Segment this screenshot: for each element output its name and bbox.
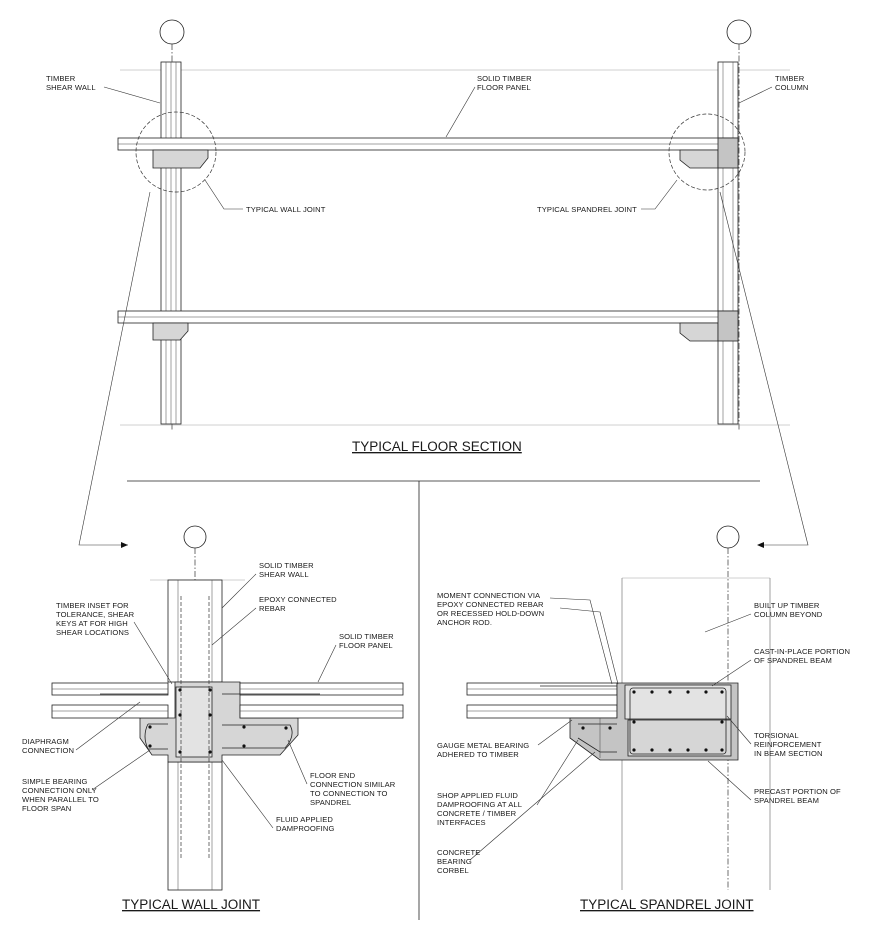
spandrel-beam-cast-in-place bbox=[624, 684, 732, 720]
spandrel-lower bbox=[679, 322, 719, 342]
label-timber-inset: TIMBER INSET FOR TOLERANCE, SHEAR KEYS A… bbox=[56, 601, 136, 637]
wall-joint-detail-circle bbox=[135, 111, 217, 193]
wall-corbel-lower bbox=[152, 322, 189, 341]
label-typical-wall-joint: TYPICAL WALL JOINT bbox=[246, 205, 326, 214]
label-solid-timber-floor-panel: SOLID TIMBER FLOOR PANEL bbox=[477, 74, 534, 92]
grid-bubble-right bbox=[726, 19, 752, 45]
label-fluid-applied-damproofing: FLUID APPLIED DAMPROOFING bbox=[276, 815, 335, 833]
label-timber-shear-wall: TIMBER SHEAR WALL bbox=[46, 74, 96, 92]
label-concrete-bearing-corbel: CONCRETE BEARING CORBEL bbox=[437, 848, 483, 875]
label-floor-end-connection: FLOOR END CONNECTION SIMILAR TO CONNECTI… bbox=[310, 771, 398, 807]
title-typical-spandrel-joint: TYPICAL SPANDREL JOINT bbox=[580, 897, 754, 912]
floor-panel-lower bbox=[117, 310, 739, 324]
wall-corbel-upper bbox=[152, 149, 209, 169]
spandrel-joint-drawing: MOMENT CONNECTION VIA EPOXY CONNECTED RE… bbox=[437, 525, 852, 912]
label-simple-bearing: SIMPLE BEARING CONNECTION ONLY WHEN PARA… bbox=[22, 777, 101, 813]
label-shop-applied-fluid: SHOP APPLIED FLUID DAMPROOFING AT ALL CO… bbox=[437, 791, 524, 827]
label-typical-spandrel-joint: TYPICAL SPANDREL JOINT bbox=[537, 205, 637, 214]
title-typical-wall-joint: TYPICAL WALL JOINT bbox=[122, 897, 260, 912]
label-diaphragm-connection: DIAPHRAGM CONNECTION bbox=[22, 737, 74, 755]
spandrel-upper bbox=[679, 149, 719, 169]
spandrel-column-block-upper bbox=[717, 137, 739, 169]
grid-bubble-spandrel-joint bbox=[716, 525, 740, 549]
title-typical-floor-section: TYPICAL FLOOR SECTION bbox=[352, 439, 522, 454]
grid-bubble-wall-joint bbox=[183, 525, 207, 549]
label-timber-column: TIMBER COLUMN bbox=[775, 74, 809, 92]
spandrel-column-block-lower bbox=[717, 310, 739, 342]
label-solid-timber-shear-wall: SOLID TIMBER SHEAR WALL bbox=[259, 561, 316, 579]
grid-bubble-left bbox=[159, 19, 185, 45]
label-cast-in-place: CAST-IN-PLACE PORTION OF SPANDREL BEAM bbox=[754, 647, 852, 665]
floor-panel-upper bbox=[117, 137, 739, 151]
label-moment-connection: MOMENT CONNECTION VIA EPOXY CONNECTED RE… bbox=[437, 591, 546, 627]
label-solid-timber-floor-panel-wall: SOLID TIMBER FLOOR PANEL bbox=[339, 632, 396, 650]
label-built-up-timber-column: BUILT UP TIMBER COLUMN BEYOND bbox=[754, 601, 823, 619]
spandrel-joint-detail-circle bbox=[668, 113, 746, 191]
callout-arrow-spandrel-joint bbox=[719, 191, 809, 546]
label-gauge-metal-bearing: GAUGE METAL BEARING ADHERED TO TIMBER bbox=[437, 741, 531, 759]
label-torsional-reinforcement: TORSIONAL REINFORCEMENT IN BEAM SECTION bbox=[754, 731, 824, 758]
timber-shear-wall bbox=[160, 61, 182, 425]
floor-section-drawing: TIMBER SHEAR WALL SOLID TIMBER FLOOR PAN… bbox=[46, 19, 809, 454]
label-epoxy-connected-rebar: EPOXY CONNECTED REBAR bbox=[259, 595, 339, 613]
wall-joint-drawing: SOLID TIMBER SHEAR WALL EPOXY CONNECTED … bbox=[22, 525, 404, 912]
callout-arrow-wall-joint bbox=[78, 191, 151, 546]
label-precast-portion: PRECAST PORTION OF SPANDREL BEAM bbox=[754, 787, 843, 805]
